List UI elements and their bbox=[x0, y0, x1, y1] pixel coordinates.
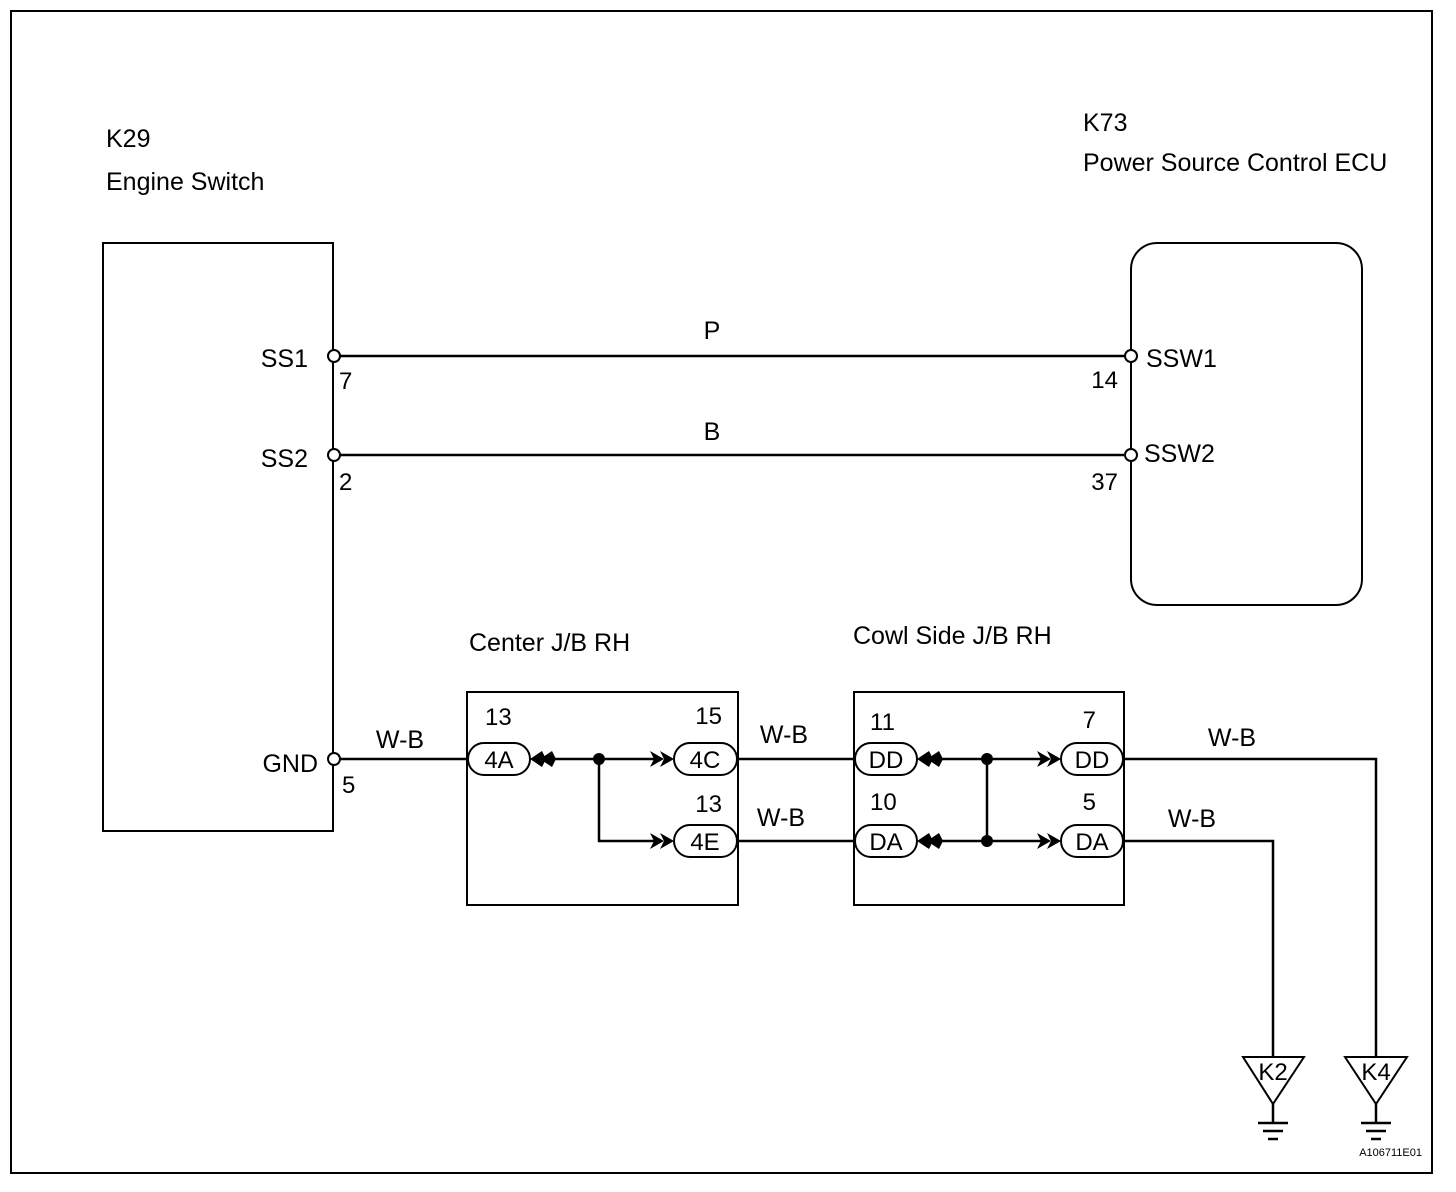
ss1-label: SS1 bbox=[261, 345, 308, 373]
cowl-jb: Cowl Side J/B RH 11 DD 10 DA 7 DD 5 DA bbox=[853, 622, 1125, 906]
arrow-dd-out-1 bbox=[1037, 751, 1051, 767]
conn-4e-code: 4E bbox=[690, 829, 719, 856]
cowl-jb-splice-top bbox=[981, 753, 993, 765]
ground-k2: K2 bbox=[1241, 1056, 1306, 1141]
ground-k4: K4 bbox=[1343, 1056, 1409, 1141]
wire-jb-bottom-color: W-B bbox=[757, 804, 805, 832]
wire-da-k2 bbox=[1123, 839, 1275, 1058]
ground-k2-label: K2 bbox=[1258, 1059, 1287, 1086]
arrow-dd-out-2 bbox=[1047, 751, 1061, 767]
arrow-4a-2 bbox=[540, 751, 556, 767]
wire-out-bottom-color: W-B bbox=[1168, 805, 1216, 833]
conn-4c-pin: 15 bbox=[695, 703, 722, 730]
terminal-ss1 bbox=[327, 349, 341, 363]
ground-k4-triangle bbox=[1343, 1056, 1409, 1106]
gnd-label: GND bbox=[262, 750, 318, 778]
wire-dd-k4 bbox=[1123, 757, 1378, 1058]
center-jb-box bbox=[466, 691, 739, 906]
cowl-jb-name: Cowl Side J/B RH bbox=[853, 622, 1052, 650]
wire-ss1-color: P bbox=[704, 317, 721, 345]
conn-da-out-pin: 5 bbox=[1083, 789, 1096, 816]
gnd-pin: 5 bbox=[342, 772, 355, 799]
conn-4e-pin: 13 bbox=[695, 791, 722, 818]
arrow-dd-in-2 bbox=[927, 751, 943, 767]
conn-4a-code: 4A bbox=[484, 747, 513, 774]
center-jb-name: Center J/B RH bbox=[469, 629, 630, 657]
conn-dd-in-code: DD bbox=[869, 747, 904, 774]
conn-dd-out-code: DD bbox=[1075, 747, 1110, 774]
terminal-ssw2 bbox=[1124, 448, 1138, 462]
arrow-4a-1 bbox=[530, 751, 546, 767]
arrow-4e-2 bbox=[660, 833, 674, 849]
engine-switch-name: Engine Switch bbox=[106, 168, 264, 196]
arrow-4c-2 bbox=[660, 751, 674, 767]
engine-switch-box bbox=[102, 242, 334, 832]
cowl-jb-splice-bottom bbox=[981, 835, 993, 847]
diagram-frame bbox=[10, 10, 1433, 1174]
arrow-da-out-2 bbox=[1047, 833, 1061, 849]
ground-k4-label: K4 bbox=[1361, 1059, 1390, 1086]
engine-switch: K29 Engine Switch SS1 7 SS2 2 GND 5 bbox=[102, 125, 355, 832]
wire-gnd-color: W-B bbox=[376, 726, 424, 754]
arrow-da-in-2 bbox=[927, 833, 943, 849]
engine-switch-id: K29 bbox=[106, 125, 150, 153]
center-jb-bus-branch bbox=[597, 759, 657, 843]
arrow-da-out-1 bbox=[1037, 833, 1051, 849]
wire-jb-top-color: W-B bbox=[760, 721, 808, 749]
conn-da-out-code: DA bbox=[1075, 829, 1108, 856]
arrow-da-in-1 bbox=[917, 833, 933, 849]
figure-id: A106711E01 bbox=[1359, 1147, 1422, 1159]
ecu-box bbox=[1130, 242, 1363, 606]
terminal-gnd bbox=[327, 752, 341, 766]
ground-k2-triangle bbox=[1241, 1056, 1306, 1106]
center-jb-splice bbox=[593, 753, 605, 765]
wire-ss2-color: B bbox=[704, 418, 721, 446]
ecu-id: K73 bbox=[1083, 109, 1127, 137]
ssw2-label: SSW2 bbox=[1144, 440, 1215, 468]
power-source-ecu: K73 Power Source Control ECU SSW1 14 SSW… bbox=[1083, 109, 1387, 606]
wire-out-top-color: W-B bbox=[1208, 724, 1256, 752]
conn-dd-out-pin: 7 bbox=[1083, 707, 1096, 734]
arrow-dd-in-1 bbox=[917, 751, 933, 767]
conn-da-in-code: DA bbox=[869, 829, 902, 856]
terminal-ss2 bbox=[327, 448, 341, 462]
terminal-ssw1 bbox=[1124, 349, 1138, 363]
arrow-4c-1 bbox=[650, 751, 664, 767]
ecu-name: Power Source Control ECU bbox=[1083, 149, 1387, 177]
cowl-jb-box bbox=[853, 691, 1125, 906]
ss1-pin: 7 bbox=[339, 368, 352, 395]
conn-dd-in-pin: 11 bbox=[870, 709, 895, 736]
arrow-4e-1 bbox=[650, 833, 664, 849]
ssw1-label: SSW1 bbox=[1146, 345, 1217, 373]
center-jb: Center J/B RH 13 4A 15 4C 13 4E bbox=[466, 629, 739, 906]
conn-da-in-pin: 10 bbox=[870, 789, 897, 816]
ssw1-pin: 14 bbox=[1091, 367, 1118, 394]
conn-4c-code: 4C bbox=[690, 747, 721, 774]
ss2-pin: 2 bbox=[339, 469, 352, 496]
conn-4a-pin: 13 bbox=[485, 704, 512, 731]
ssw2-pin: 37 bbox=[1091, 469, 1118, 496]
ss2-label: SS2 bbox=[261, 445, 308, 473]
